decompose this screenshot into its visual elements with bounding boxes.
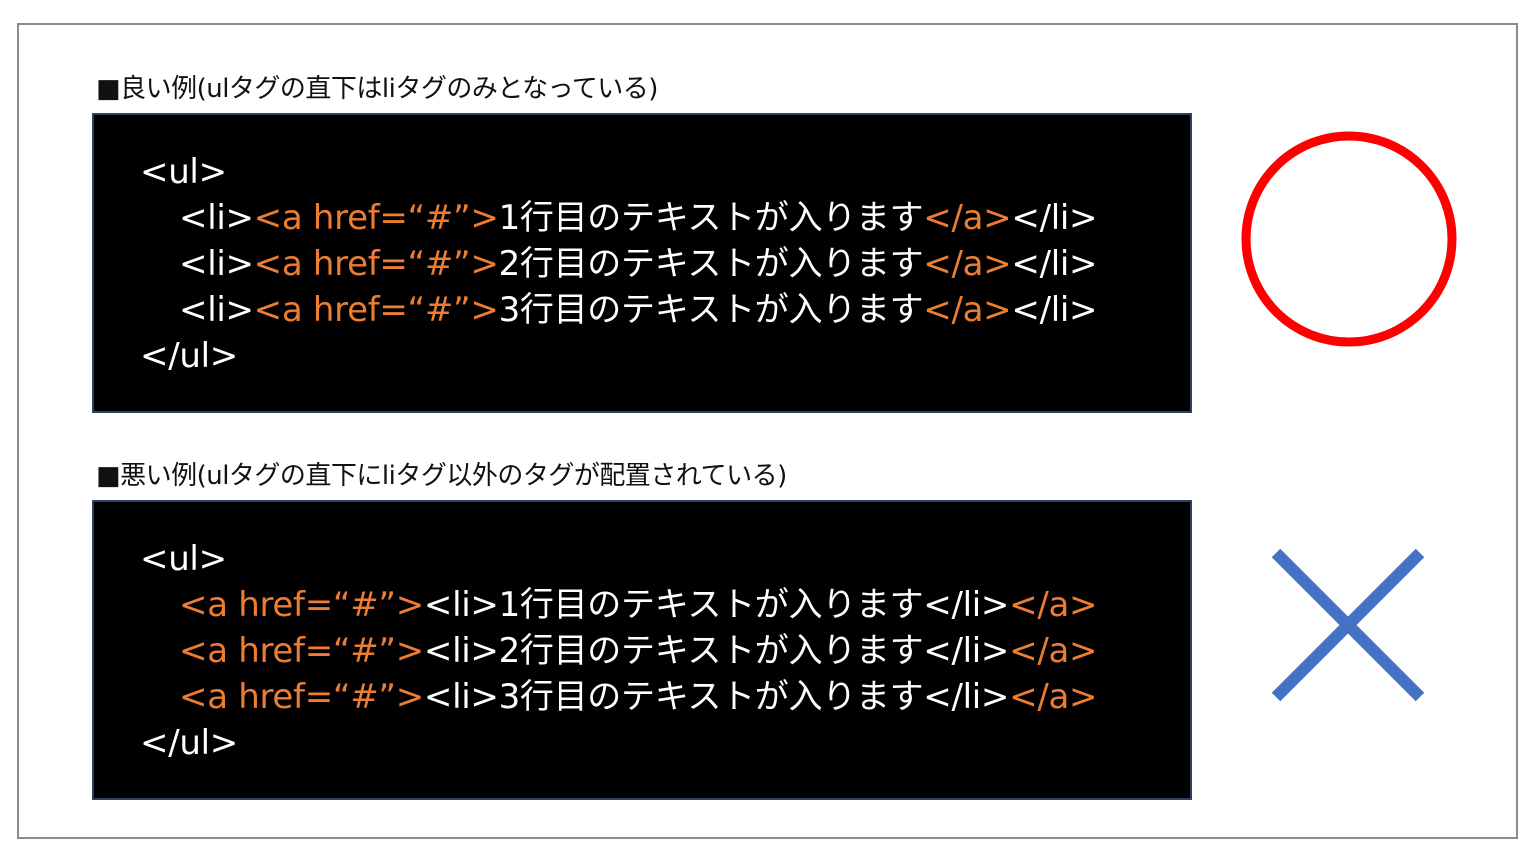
li-open-tag: <li> xyxy=(423,677,499,717)
a-open-tag: <a href=“#”> xyxy=(179,585,424,625)
code-line: <a href=“#”><li>3行目のテキストが入ります</li></a> xyxy=(179,677,1098,717)
code-line: <li><a href=“#”>2行目のテキストが入ります</a></li> xyxy=(179,244,1098,284)
code-line: <li><a href=“#”>1行目のテキストが入ります</a></li> xyxy=(179,198,1098,238)
good-example-heading: ■良い例(ulタグの直下はliタグのみとなっている) xyxy=(96,74,658,104)
li-close-tag: </li> xyxy=(923,677,1010,717)
line-text: 1行目のテキストが入ります xyxy=(498,585,924,625)
ul-close-tag: </ul> xyxy=(140,336,238,376)
li-open-tag: <li> xyxy=(179,198,254,238)
code-line: </ul> xyxy=(140,336,238,376)
a-open-tag: <a href=“#”> xyxy=(179,631,424,671)
ul-open-tag: <ul> xyxy=(140,539,227,579)
li-open-tag: <li> xyxy=(179,290,254,330)
li-open-tag: <li> xyxy=(179,244,254,284)
ul-close-tag: </ul> xyxy=(140,723,238,763)
a-open-tag: <a href=“#”> xyxy=(253,290,499,330)
a-close-tag: </a> xyxy=(1009,585,1098,625)
line-text: 2行目のテキストが入ります xyxy=(498,631,924,671)
li-close-tag: </li> xyxy=(923,631,1010,671)
li-close-tag: </li> xyxy=(1011,290,1098,330)
ul-open-tag: <ul> xyxy=(140,152,227,192)
code-line: <a href=“#”><li>1行目のテキストが入ります</li></a> xyxy=(179,585,1098,625)
li-close-tag: </li> xyxy=(1011,244,1098,284)
incorrect-cross-icon xyxy=(1268,545,1428,705)
a-open-tag: <a href=“#”> xyxy=(253,198,499,238)
line-text: 3行目のテキストが入ります xyxy=(498,677,924,717)
code-line: </ul> xyxy=(140,723,238,763)
code-line: <ul> xyxy=(140,539,227,579)
bad-example-heading: ■悪い例(ulタグの直下にliタグ以外のタグが配置されている) xyxy=(96,461,787,491)
a-close-tag: </a> xyxy=(923,198,1012,238)
good-example-code-block: <ul> <li><a href=“#”>1行目のテキストが入ります</a></… xyxy=(92,113,1192,413)
li-close-tag: </li> xyxy=(1011,198,1098,238)
a-close-tag: </a> xyxy=(923,290,1012,330)
code-line: <ul> xyxy=(140,152,227,192)
correct-circle-icon xyxy=(1240,130,1458,348)
li-open-tag: <li> xyxy=(423,585,499,625)
line-text: 2行目のテキストが入ります xyxy=(498,244,924,284)
line-text: 1行目のテキストが入ります xyxy=(498,198,924,238)
line-text: 3行目のテキストが入ります xyxy=(498,290,924,330)
li-open-tag: <li> xyxy=(423,631,499,671)
code-line: <li><a href=“#”>3行目のテキストが入ります</a></li> xyxy=(179,290,1098,330)
a-open-tag: <a href=“#”> xyxy=(179,677,424,717)
a-open-tag: <a href=“#”> xyxy=(253,244,499,284)
a-close-tag: </a> xyxy=(923,244,1012,284)
a-close-tag: </a> xyxy=(1009,631,1098,671)
bad-example-code-block: <ul> <a href=“#”><li>1行目のテキストが入ります</li><… xyxy=(92,500,1192,800)
code-line: <a href=“#”><li>2行目のテキストが入ります</li></a> xyxy=(179,631,1098,671)
a-close-tag: </a> xyxy=(1009,677,1098,717)
li-close-tag: </li> xyxy=(923,585,1010,625)
